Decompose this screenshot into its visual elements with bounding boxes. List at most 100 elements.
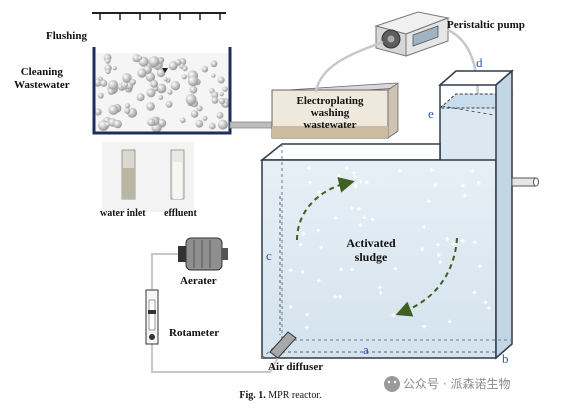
flushing-spray-bar [92,12,226,20]
watermark-text: 公众号 · 派森诺生物 [403,377,511,391]
peristaltic-pump [374,11,450,57]
bubble [182,65,188,72]
label-effluent: effluent [164,208,197,219]
bubble [217,119,228,130]
sparkle [429,168,434,173]
air-diffuser [269,331,297,359]
sparkle [351,170,356,175]
electroplating-box [271,82,399,139]
bubble [137,55,143,61]
label-rotameter: Rotameter [169,327,220,339]
bubble [202,115,208,121]
sparkle [397,168,402,173]
bubble [97,92,104,99]
caption-text: MPR reactor. [268,390,322,401]
sparkle [307,180,312,185]
sparkle [462,193,467,198]
sparkle [356,206,361,211]
bubble [201,66,209,73]
aerater [178,237,228,271]
flow-arrow-up [296,177,355,241]
sparkle [319,245,324,250]
bubble [124,107,131,114]
bubble [216,112,224,119]
bubble [196,105,203,112]
sparkle [378,290,383,295]
bubble [158,95,164,100]
label-cleaning-wastewater: Cleaning Wastewater [14,66,70,92]
label-electroplating-line1: Electroplating [296,95,364,107]
dim-label-b: b [502,351,509,366]
sparkle [445,236,450,241]
sparkle [304,325,309,330]
tank-outlet-pipe [229,121,277,129]
bubble [210,60,218,68]
bubble [170,81,181,91]
bubble [209,122,216,130]
sparkle [447,319,452,324]
bubble [145,72,156,82]
bubble [113,119,122,129]
bubble [223,102,229,108]
bubble [150,80,159,88]
bubble [122,73,132,83]
dim-label-c: c [266,248,272,263]
sludge-particles [288,166,491,330]
sparkle [288,304,293,309]
sparkle [358,223,363,228]
sparkle [306,166,311,171]
sparkle [483,300,488,305]
sparkle [438,260,443,265]
bubble [125,103,131,109]
bubble [147,118,156,127]
sparkle [451,241,456,246]
label-activated-sludge: Activated sludge [326,236,416,264]
bubble [100,79,108,87]
sparkle [301,231,306,236]
sparkle [333,215,338,220]
sparkle [364,180,369,185]
sparkle [472,290,477,295]
dim-label-d: d [476,55,483,70]
bubble [112,66,117,71]
bubble [108,104,119,115]
bubble [181,74,187,80]
bubble [94,108,102,116]
sparkle [339,267,344,272]
bubble [93,78,102,87]
bubble [132,54,141,63]
sparkle [316,228,321,233]
sparkle [298,242,303,247]
mpr-reactor-tank [259,69,539,360]
sparkle [362,215,367,220]
bubble [189,85,198,94]
sparkle [420,247,425,252]
label-air-diffuser: Air diffuser [268,361,324,373]
sparkle [460,238,465,243]
label-cleaning-line2: Wastewater [14,79,70,91]
bubble [211,96,219,104]
sparkle [433,183,438,188]
bubble [168,61,178,71]
label-electroplating-line3: wastewater [303,119,357,131]
label-aerater: Aerater [180,275,217,287]
bubble [217,76,225,84]
sparkle [344,166,349,171]
sparkle [332,294,337,299]
sparkle [435,242,440,247]
bubble [148,56,160,67]
label-cleaning-line1: Cleaning [20,66,63,78]
sparkle [472,240,477,245]
sparkle [486,305,491,310]
sparkle [422,324,427,329]
bubble [129,79,136,86]
bubble [165,100,173,108]
sparkle [378,285,383,290]
dim-label-a: a [363,342,369,357]
bubble [123,82,129,87]
bubble [137,68,147,78]
label-water-inlet: water inlet [100,208,146,219]
wechat-icon [384,376,400,392]
sparkle [476,180,481,185]
caption-label: Fig. 1. [239,390,266,401]
